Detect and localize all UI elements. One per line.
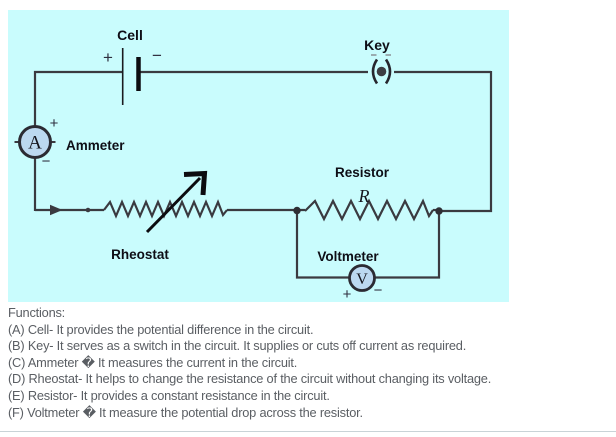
wire-right-side xyxy=(441,71,493,213)
function-item-rheostat: (D) Rheostat- It helps to change the res… xyxy=(8,371,492,387)
ammeter-minus-sign: − xyxy=(42,153,51,170)
diagram-panel xyxy=(8,10,509,302)
key-left-bracket xyxy=(371,58,379,85)
junction-dot-right xyxy=(435,207,443,215)
key-plug-dot xyxy=(376,66,387,77)
ammeter-label: Ammeter xyxy=(66,138,125,153)
cell-label: Cell xyxy=(117,27,143,43)
resistor-zigzag xyxy=(304,198,434,222)
wires xyxy=(33,70,493,279)
wire-voltmeter-right xyxy=(375,211,441,279)
function-item-ammeter: (C) Ammeter � It measures the current in… xyxy=(8,354,298,370)
voltmeter-letter: V xyxy=(356,271,368,288)
rheostat-zigzag xyxy=(103,199,228,219)
ammeter-dial xyxy=(18,125,52,159)
rheostat-arrow-shaft xyxy=(145,176,202,234)
key-right-bracket xyxy=(384,58,392,85)
function-item-cell: (A) Cell- It provides the potential diff… xyxy=(8,321,314,337)
ammeter-letter: A xyxy=(28,133,42,154)
resistor-symbol: R xyxy=(293,186,443,222)
current-arrow xyxy=(50,204,63,216)
voltmeter-dial xyxy=(348,264,376,292)
function-item-voltmeter: (F) Voltmeter � It measure the potential… xyxy=(8,404,363,420)
junction-dot-left xyxy=(293,206,301,215)
functions-heading: Functions: xyxy=(8,305,66,320)
ammeter-symbol: A + − xyxy=(14,115,59,170)
resistor-label: Resistor xyxy=(335,165,390,180)
function-item-resistor: (E) Resistor- It provides a constant res… xyxy=(8,387,330,403)
voltmeter-plus-sign: + xyxy=(343,286,352,303)
voltmeter-label: Voltmeter xyxy=(317,249,379,264)
wire-top-left xyxy=(33,70,122,126)
wire-voltmeter-left xyxy=(295,211,350,279)
voltmeter-symbol: V + − xyxy=(343,264,383,303)
functions-block: Functions: (A) Cell- It provides the pot… xyxy=(8,305,608,421)
rheostat-label: Rheostat xyxy=(111,247,169,262)
cell-symbol: + − xyxy=(103,46,162,105)
wire-node-dot xyxy=(85,207,91,213)
ammeter-plus-sign: + xyxy=(50,115,59,132)
voltmeter-minus-sign: − xyxy=(374,282,383,299)
rheostat-symbol xyxy=(103,170,228,234)
key-label: Key xyxy=(364,37,390,53)
cell-plus-sign: + xyxy=(103,48,113,67)
key-symbol xyxy=(371,54,392,85)
bottom-divider xyxy=(0,431,616,432)
function-item-key: (B) Key- It serves as a switch in the ci… xyxy=(8,338,467,354)
cell-minus-sign: − xyxy=(152,46,162,65)
rheostat-arrow-head xyxy=(183,170,208,196)
resistor-letter: R xyxy=(358,186,370,206)
